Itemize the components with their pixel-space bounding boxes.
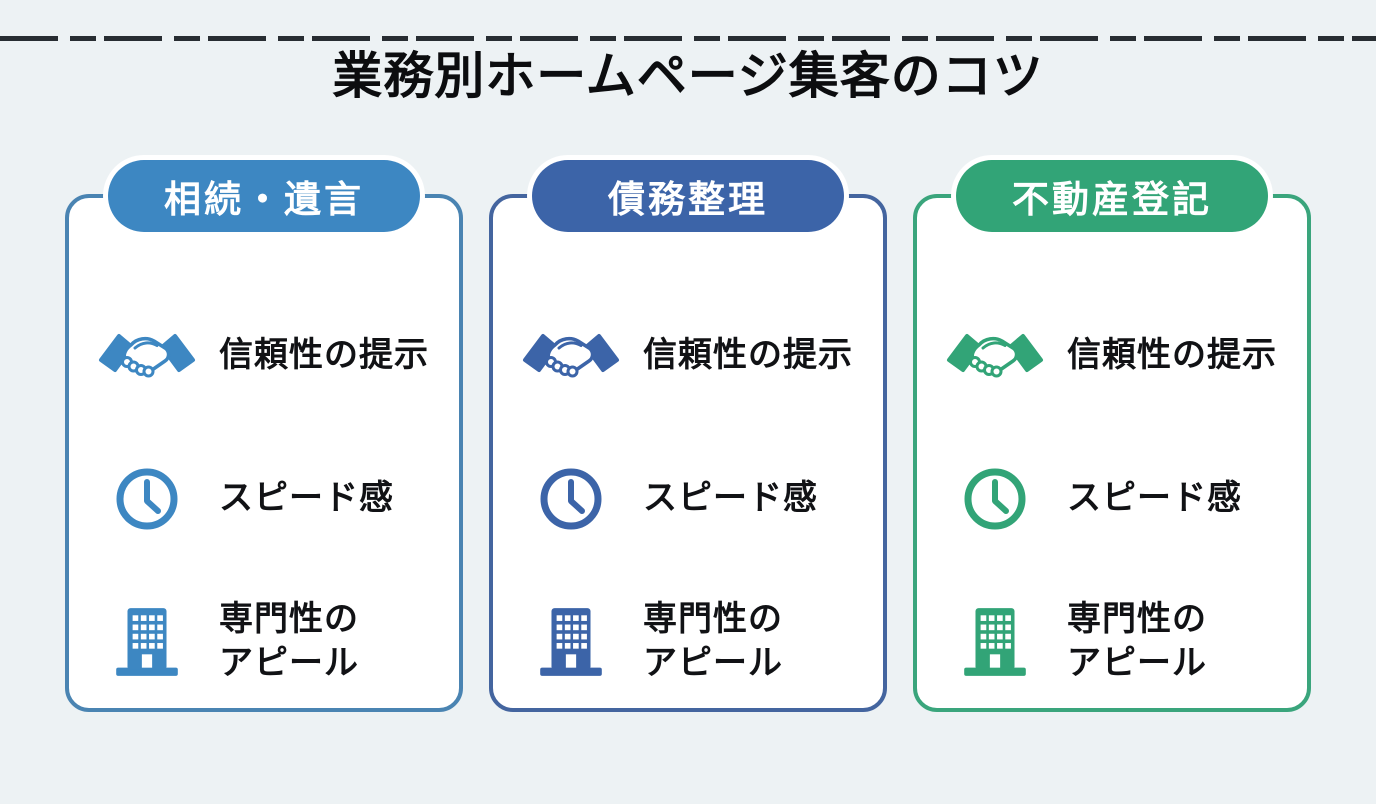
page-title: 業務別ホームページ集客のコツ xyxy=(332,48,1044,104)
cards-row: 相続・遺言 信頼性の提示 スピード感 専門性の アピール 債務整理 信頼性 xyxy=(0,160,1376,712)
card-title: 不動産登記 xyxy=(1012,179,1212,220)
handshake-icon xyxy=(91,325,203,387)
cropped-text-artifact xyxy=(0,36,1376,41)
item-label: 信頼性の提示 xyxy=(219,336,429,375)
item-label: スピード感 xyxy=(1067,479,1242,518)
item-label: スピード感 xyxy=(643,479,818,518)
handshake-icon xyxy=(515,325,627,387)
list-item: 専門性の アピール xyxy=(515,598,861,686)
clock-icon xyxy=(939,467,1051,531)
clock-icon xyxy=(515,467,627,531)
card-items: 信頼性の提示 スピード感 専門性の アピール xyxy=(917,312,1307,686)
list-item: スピード感 xyxy=(939,455,1285,543)
list-item: スピード感 xyxy=(515,455,861,543)
list-item: 専門性の アピール xyxy=(91,598,437,686)
building-icon xyxy=(939,607,1051,677)
card-title: 相続・遺言 xyxy=(164,179,364,220)
list-item: 信頼性の提示 xyxy=(515,312,861,400)
card-header-pill: 債務整理 xyxy=(532,160,844,232)
list-item: 信頼性の提示 xyxy=(939,312,1285,400)
building-icon xyxy=(515,607,627,677)
item-label: 専門性の アピール xyxy=(643,600,783,682)
card-items: 信頼性の提示 スピード感 専門性の アピール xyxy=(493,312,883,686)
card-souzoku-igon: 相続・遺言 信頼性の提示 スピード感 専門性の アピール xyxy=(65,160,463,712)
card-title: 債務整理 xyxy=(608,179,768,220)
item-label: 専門性の アピール xyxy=(219,600,359,682)
card-items: 信頼性の提示 スピード感 専門性の アピール xyxy=(69,312,459,686)
list-item: スピード感 xyxy=(91,455,437,543)
clock-icon xyxy=(91,467,203,531)
card-fudosan-toki: 不動産登記 信頼性の提示 スピード感 専門性の アピール xyxy=(913,160,1311,712)
card-header-pill: 不動産登記 xyxy=(956,160,1268,232)
item-label: 信頼性の提示 xyxy=(643,336,853,375)
list-item: 専門性の アピール xyxy=(939,598,1285,686)
card-saimu-seiri: 債務整理 信頼性の提示 スピード感 専門性の アピール xyxy=(489,160,887,712)
item-label: 専門性の アピール xyxy=(1067,600,1207,682)
card-header-pill: 相続・遺言 xyxy=(108,160,420,232)
item-label: スピード感 xyxy=(219,479,394,518)
handshake-icon xyxy=(939,325,1051,387)
list-item: 信頼性の提示 xyxy=(91,312,437,400)
building-icon xyxy=(91,607,203,677)
item-label: 信頼性の提示 xyxy=(1067,336,1277,375)
